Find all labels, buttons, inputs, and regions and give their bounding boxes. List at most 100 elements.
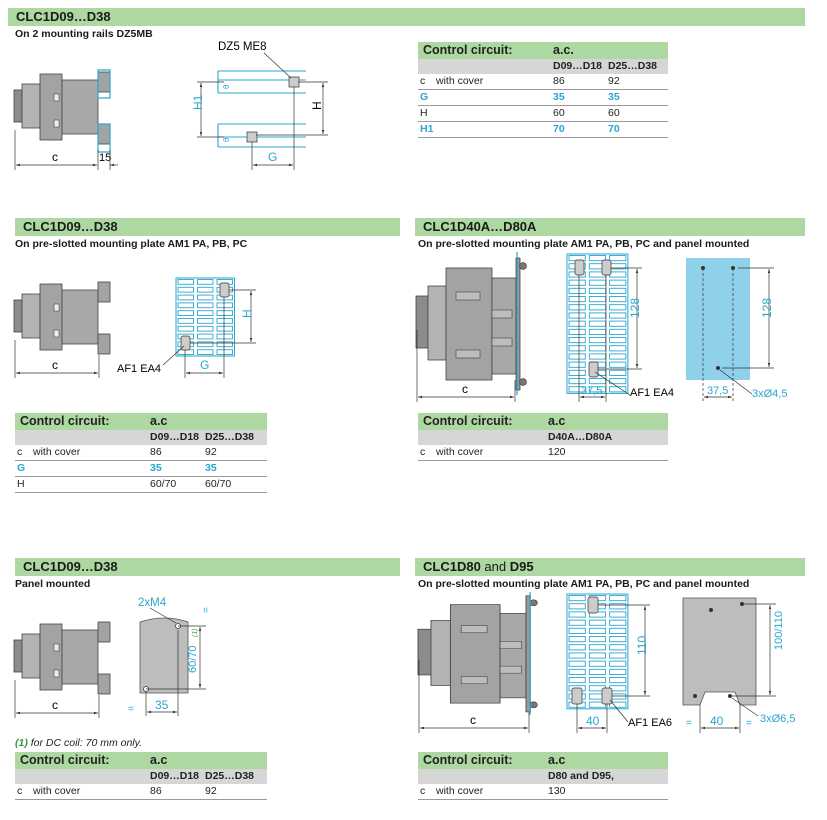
plate-slot: [197, 286, 214, 293]
plate-slot: [609, 701, 627, 708]
plate-slot: [609, 668, 627, 675]
cell-value: 35: [150, 462, 162, 474]
cell-value: 92: [205, 785, 217, 797]
plate-slot: [177, 310, 194, 316]
hole-icon: [709, 608, 713, 612]
plate-slot: [568, 320, 586, 327]
plate-slot: [568, 603, 586, 610]
table-circuit-type: a.c: [548, 414, 566, 428]
plate-slot: [588, 660, 607, 667]
cell-value: 70: [608, 123, 620, 135]
dim-37-5: 37,5: [707, 385, 728, 397]
plate-slot: [216, 325, 233, 332]
equal-mark: =: [686, 718, 692, 729]
plate-slot: [588, 304, 607, 311]
table-header: Control circuit:a.c.: [418, 42, 668, 59]
dimension-lines: [702, 267, 774, 402]
row-sublabel: with cover: [436, 446, 484, 458]
plate-slot: [588, 287, 607, 294]
plate-slot: [568, 328, 586, 335]
plate-slot: [588, 312, 607, 319]
column-header: D09…D18: [150, 770, 200, 782]
dim-h1: H1: [191, 94, 205, 110]
dim-40: 40: [586, 714, 600, 728]
hole-icon: [731, 266, 735, 270]
column-header: D09…D18: [150, 431, 200, 443]
plate-slot: [609, 677, 627, 684]
dimension-lines: [145, 607, 206, 716]
dimension-lines: [162, 289, 256, 378]
cell-value: 60: [553, 107, 565, 119]
plate-slot: [568, 369, 586, 376]
table-title: Control circuit:: [423, 414, 513, 428]
table-header: Control circuit:a.c: [15, 752, 267, 769]
contactor-side-view: [415, 257, 527, 391]
dimension-lines: [418, 660, 530, 733]
table-title: Control circuit:: [20, 753, 110, 767]
plate-slot: [568, 386, 586, 393]
panel-plate: [682, 597, 757, 706]
row-sublabel: with cover: [436, 785, 484, 797]
contactor-side-view: [13, 281, 111, 355]
section-subtitle-rails: On 2 mounting rails DZ5MB: [15, 28, 153, 40]
plate-slot: [609, 619, 627, 626]
section-subtitle-plate-d40: On pre-slotted mounting plate AM1 PA, PB…: [418, 238, 750, 250]
dim-c: c: [52, 150, 58, 164]
table-header: Control circuit:a.c: [15, 413, 267, 430]
plate-slot: [177, 325, 194, 332]
hole-icon: [693, 694, 697, 698]
plate-slot: [197, 302, 214, 309]
plate-slot: [197, 333, 214, 340]
plate-slot: [568, 611, 586, 618]
title-part-a: CLC1D80: [423, 559, 481, 574]
equal-mark: =: [128, 704, 134, 715]
plate-slot: [609, 345, 627, 352]
section-subtitle-panel: Panel mounted: [15, 578, 91, 590]
row-label: H1: [420, 123, 434, 135]
table-column-headers: D40A…D80A: [418, 430, 668, 445]
table-header: Control circuit:a.c: [418, 752, 668, 769]
label-af1-ea4: AF1 EA4: [117, 363, 161, 375]
dim-60-70: 60/70: [187, 645, 199, 673]
plate-slot: [609, 337, 627, 344]
plate-slot: [568, 304, 586, 311]
plate-slot: [216, 310, 233, 316]
mounting-screw-icon: [219, 282, 230, 298]
dimension-lines: [578, 267, 642, 402]
mounting-screw-icon: [587, 596, 599, 614]
plate-slot: [568, 287, 586, 294]
panel-view: [139, 617, 189, 694]
plate-slot: [609, 320, 627, 327]
column-header: D40A…D80A: [548, 431, 613, 443]
plate-slot: [177, 349, 194, 355]
plate-slot: [588, 636, 607, 643]
plate-slot: [588, 337, 607, 344]
plate-slot: [568, 627, 586, 634]
plate-slot: [609, 378, 627, 385]
row-label: H: [17, 478, 25, 490]
plate-slot: [609, 636, 627, 643]
row-label: c: [17, 785, 23, 797]
plate-slot: [197, 279, 214, 285]
cell-value: 86: [553, 75, 565, 87]
plate-slot: [568, 636, 586, 643]
table-circuit-type: a.c: [150, 414, 168, 428]
table-header: Control circuit: a.c: [418, 413, 668, 430]
table-title: Control circuit:: [423, 43, 513, 57]
plate-slot: [588, 701, 607, 708]
section-subtitle-d80: On pre-slotted mounting plate AM1 PA, PB…: [418, 578, 750, 590]
plate-slot: [609, 255, 627, 262]
cell-value: 35: [608, 91, 620, 103]
plate-slot: [609, 271, 627, 278]
dim-37-5: 37,5: [581, 385, 602, 397]
plate-slot: [609, 644, 627, 651]
section-header-plate-small: CLC1D09…D38: [15, 218, 400, 236]
row-label: G: [17, 462, 26, 474]
